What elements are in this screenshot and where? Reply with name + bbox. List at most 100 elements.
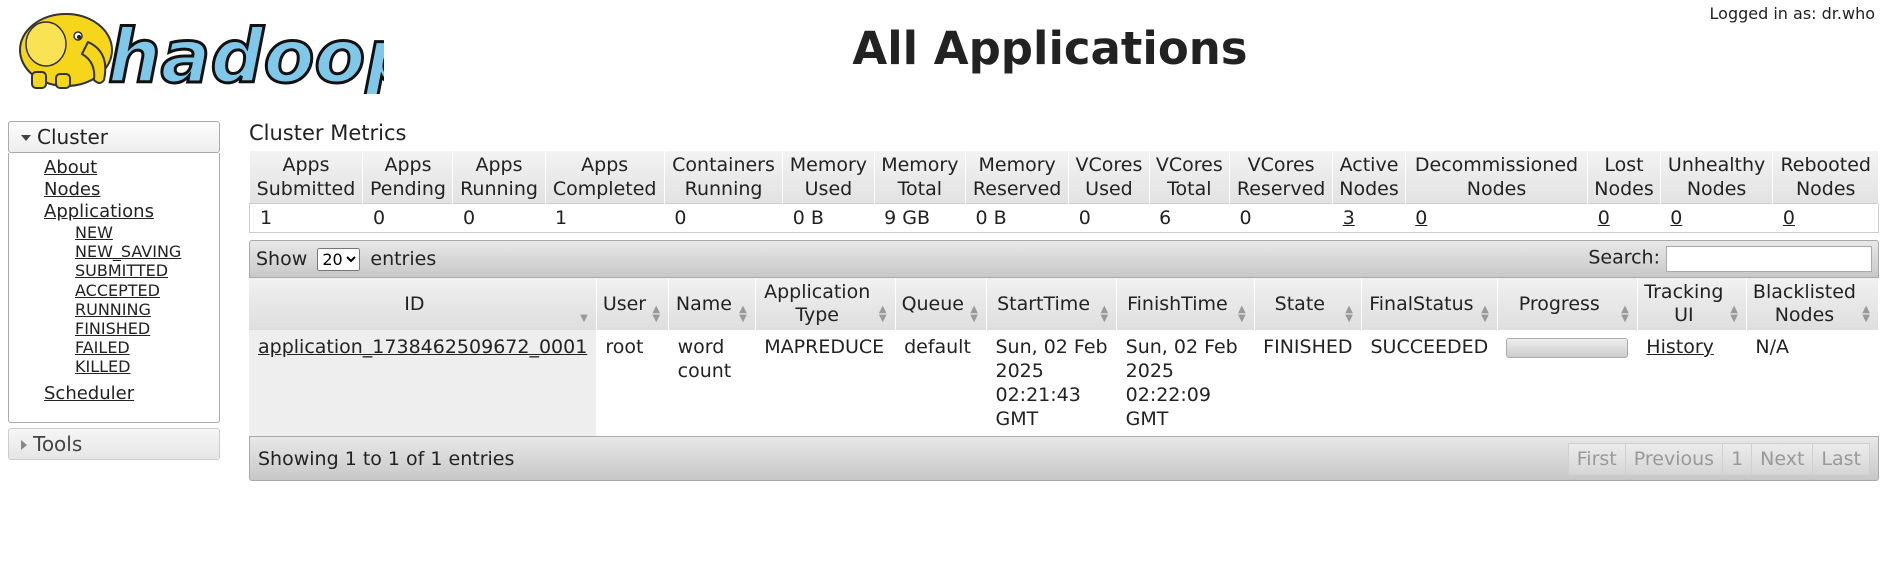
- cell-queue: default: [904, 336, 971, 358]
- table-info: Showing 1 to 1 of 1 entries: [258, 447, 515, 470]
- metric-value-unhealthy-nodes: 0: [1660, 203, 1773, 233]
- tracking-history-link[interactable]: History: [1646, 336, 1714, 358]
- cell-final-status: SUCCEEDED: [1370, 336, 1489, 358]
- cell-finish-time: Sun, 02 Feb 2025 02:22:09 GMT: [1125, 336, 1238, 430]
- pager-1-button[interactable]: 1: [1722, 442, 1753, 475]
- search-control: Search:: [1588, 246, 1872, 272]
- logo-text: hadoop: [108, 14, 384, 94]
- progress-bar: [1506, 338, 1629, 358]
- search-input[interactable]: [1666, 246, 1872, 272]
- hadoop-logo[interactable]: hadoop: [8, 2, 420, 102]
- cell-state: FINISHED: [1263, 336, 1353, 358]
- pager-next-button[interactable]: Next: [1751, 442, 1814, 475]
- cluster-metrics-title: Cluster Metrics: [249, 121, 407, 145]
- datatable-toolbar: Show 20 entries Search:: [249, 240, 1879, 278]
- column-header-application-type[interactable]: Application Type▲▼: [755, 278, 896, 330]
- cluster-accordion-header[interactable]: Cluster: [8, 121, 220, 153]
- column-header-state[interactable]: State▲▼: [1254, 278, 1363, 330]
- metric-value-memory-reserved: 0 B: [965, 203, 1069, 233]
- metric-value-apps-pending: 0: [362, 203, 453, 233]
- cell-start-time: Sun, 02 Feb 2025 02:21:43 GMT: [995, 336, 1108, 430]
- nav-state-running[interactable]: RUNNING: [75, 299, 151, 319]
- nav-state-failed[interactable]: FAILED: [75, 338, 130, 358]
- nav-state-submitted[interactable]: SUBMITTED: [75, 261, 169, 281]
- column-header-tracking-ui[interactable]: Tracking UI▲▼: [1637, 278, 1747, 330]
- metric-value-active-nodes: 3: [1332, 203, 1406, 233]
- tools-label: Tools: [33, 432, 83, 456]
- nav-nodes-link[interactable]: Nodes: [44, 179, 101, 200]
- sort-both-icon: ▲▼: [1621, 304, 1629, 324]
- metric-value-lost-nodes-link[interactable]: 0: [1597, 207, 1610, 229]
- sidebar-nav: Cluster About Nodes Applications NEW NEW…: [8, 121, 220, 460]
- page-length-control: Show 20 entries: [256, 247, 437, 271]
- nav-applications-link[interactable]: Applications: [44, 201, 154, 222]
- cell-blacklisted-nodes: N/A: [1755, 336, 1790, 358]
- metric-value-unhealthy-nodes-link[interactable]: 0: [1670, 207, 1683, 229]
- sort-both-icon: ▲▼: [652, 304, 661, 324]
- column-header-starttime[interactable]: StartTime▲▼: [986, 278, 1118, 330]
- cell-id: application_1738462509672_0001: [249, 330, 597, 436]
- metric-value-vcores-reserved: 0: [1229, 203, 1333, 233]
- metric-value-memory-used: 0 B: [782, 203, 875, 233]
- sort-both-icon: ▲▼: [1237, 304, 1246, 324]
- nav-state-finished[interactable]: FINISHED: [75, 319, 151, 339]
- column-header-progress[interactable]: Progress▲▼: [1497, 278, 1638, 330]
- nav-state-accepted[interactable]: ACCEPTED: [75, 280, 160, 300]
- tools-accordion-header[interactable]: Tools: [8, 428, 220, 460]
- metric-value-rebooted-nodes-link[interactable]: 0: [1782, 207, 1796, 229]
- search-label: Search:: [1588, 246, 1660, 269]
- sort-both-icon: ▲▼: [1345, 304, 1353, 324]
- cell-tracking-ui: History: [1637, 330, 1746, 436]
- metric-value-lost-nodes: 0: [1587, 203, 1661, 233]
- column-header-queue[interactable]: Queue▲▼: [895, 278, 987, 330]
- column-header-finishtime[interactable]: FinishTime▲▼: [1116, 278, 1255, 330]
- show-label: Show: [256, 247, 308, 270]
- elephant-icon: [19, 13, 113, 89]
- pager-previous-button[interactable]: Previous: [1624, 442, 1724, 475]
- sort-both-icon: ▲▼: [970, 304, 978, 324]
- application-id-link[interactable]: application_1738462509672_0001: [258, 336, 588, 358]
- pager-first-button[interactable]: First: [1567, 442, 1626, 475]
- sort-both-icon: ▲▼: [1862, 304, 1870, 324]
- column-header-finalstatus[interactable]: FinalStatus▲▼: [1361, 278, 1498, 330]
- sort-both-icon: ▲▼: [739, 304, 747, 324]
- column-header-id[interactable]: ID▼: [249, 278, 597, 330]
- nav-state-new[interactable]: NEW: [75, 223, 113, 242]
- pager-last-button[interactable]: Last: [1812, 442, 1870, 475]
- nav-about-link[interactable]: About: [44, 157, 98, 178]
- metric-value-active-nodes-link[interactable]: 3: [1342, 207, 1355, 229]
- metric-value-decommissioned-nodes-link[interactable]: 0: [1415, 207, 1428, 229]
- metric-value-rebooted-nodes: 0: [1772, 203, 1879, 233]
- metric-value-apps-completed: 1: [545, 203, 665, 233]
- applications-table: ID▼User▲▼Name▲▼Application Type▲▼Queue▲▼…: [249, 278, 1880, 436]
- nav-state-killed[interactable]: KILLED: [75, 357, 131, 377]
- cell-name: word count: [677, 336, 732, 382]
- entries-label: entries: [370, 247, 437, 270]
- sort-desc-icon: ▼: [580, 313, 588, 324]
- column-header-name[interactable]: Name▲▼: [668, 278, 756, 330]
- page-length-select[interactable]: 20: [317, 247, 361, 271]
- cell-progress: [1497, 330, 1637, 436]
- column-header-user[interactable]: User▲▼: [596, 278, 670, 330]
- nav-scheduler-link[interactable]: Scheduler: [44, 382, 135, 404]
- nav-state-new-saving[interactable]: NEW_SAVING: [75, 242, 182, 262]
- applications-datatable: Show 20 entries Search: ID▼User▲▼Name▲▼A…: [249, 240, 1880, 481]
- triangle-right-icon: [21, 439, 27, 450]
- login-status: Logged in as: dr.who: [1709, 4, 1875, 23]
- app-state-links: NEW NEW_SAVING SUBMITTED ACCEPTED RUNNIN…: [44, 223, 219, 377]
- metric-value-decommissioned-nodes: 0: [1405, 203, 1588, 233]
